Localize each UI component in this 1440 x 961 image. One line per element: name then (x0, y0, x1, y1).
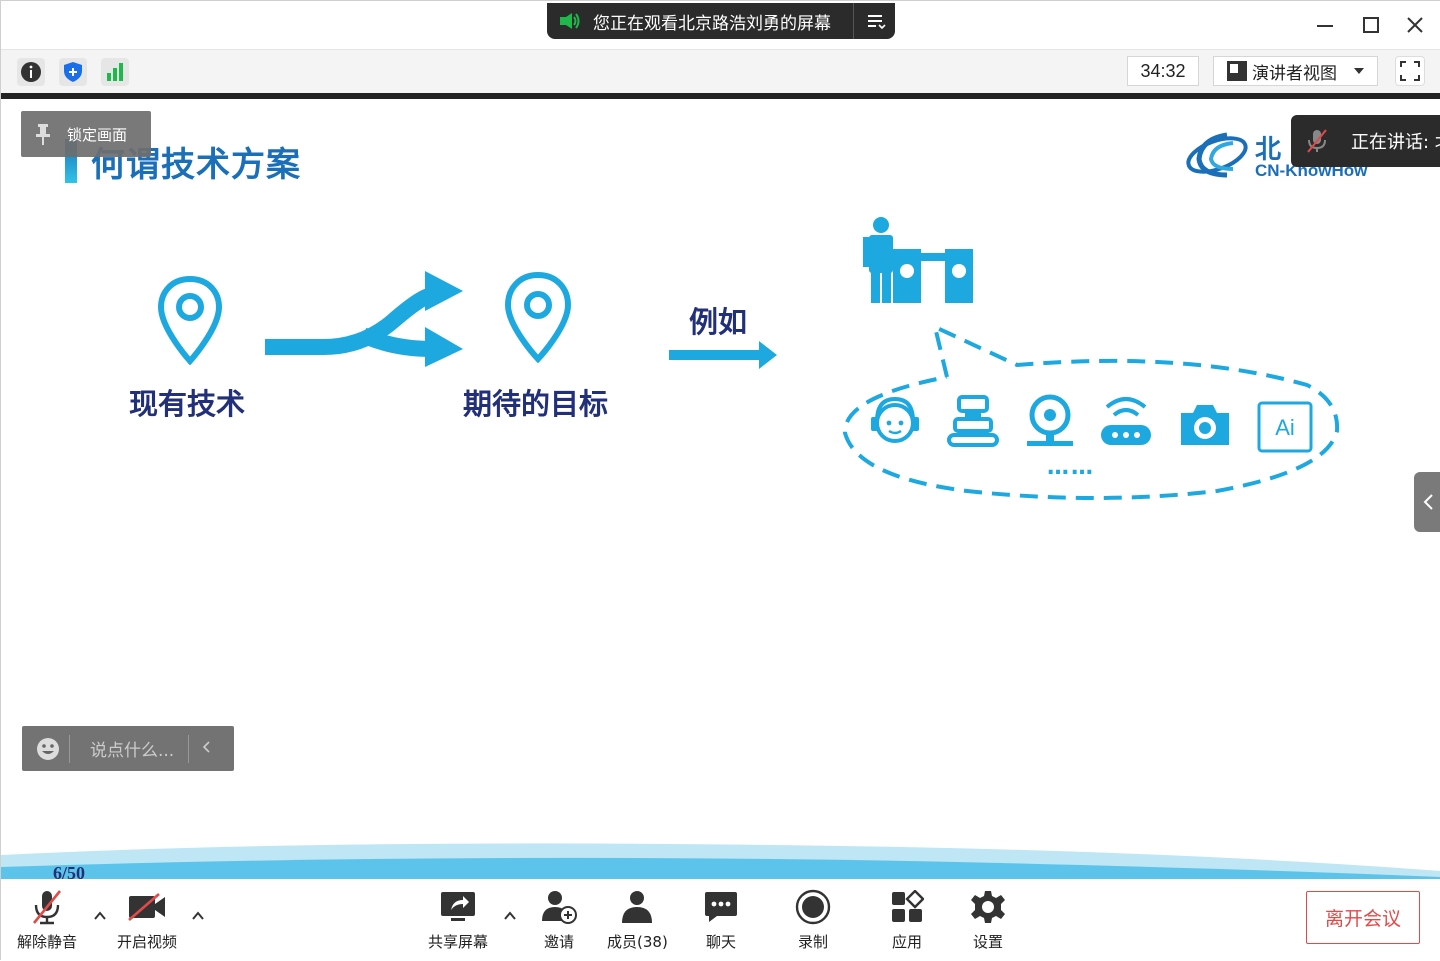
slide-footer-wave (1, 843, 1440, 879)
share-screen-button[interactable]: 共享屏幕 (428, 887, 488, 952)
quick-chat-input[interactable]: 说点什么... (22, 726, 234, 771)
robot-conveyor-icon (947, 395, 999, 447)
meeting-control-bar: 解除静音 开启视频 共享屏幕 邀请 成员(38) (1, 879, 1440, 961)
lock-screen-label: 锁定画面 (67, 125, 128, 144)
security-shield-icon[interactable] (59, 58, 87, 86)
chevron-up-icon[interactable] (503, 909, 517, 923)
svg-text:Ai: Ai (1275, 415, 1295, 440)
screen-share-notice: 您正在观看北京路浩刘勇的屏幕 (547, 3, 895, 39)
share-screen-icon (438, 887, 478, 927)
invite-button[interactable]: 邀请 (539, 887, 579, 952)
cn-knowhow-logo-icon (1186, 132, 1248, 178)
chevron-up-icon[interactable] (191, 909, 205, 923)
share-notice-text: 您正在观看北京路浩刘勇的屏幕 (593, 13, 831, 34)
chat-label: 聊天 (705, 933, 736, 951)
record-icon (793, 887, 833, 927)
expected-goal-label: 期待的目标 (463, 387, 609, 421)
side-panel-toggle[interactable] (1414, 472, 1440, 532)
divider (1, 93, 1440, 99)
view-mode-select[interactable]: 演讲者视图 (1213, 56, 1378, 86)
apps-label: 应用 (891, 933, 922, 951)
network-signal-icon[interactable] (101, 58, 129, 86)
members-button[interactable]: 成员(38) (607, 887, 668, 952)
muted-mic-icon (1305, 128, 1329, 154)
apps-grid-icon (887, 887, 927, 927)
gear-icon (968, 887, 1008, 927)
speaking-label: 正在讲话: 北 (1351, 132, 1440, 153)
leave-meeting-button[interactable]: 离开会议 (1306, 891, 1420, 944)
record-label: 录制 (797, 933, 828, 951)
divider (188, 734, 190, 763)
split-arrow-icon (265, 271, 463, 367)
speaker-icon (559, 11, 585, 31)
apps-button[interactable]: 应用 (887, 887, 927, 952)
members-icon (617, 887, 657, 927)
meeting-toolbar: 34:32 演讲者视图 (1, 49, 1440, 93)
more-dots: …… (1047, 455, 1095, 480)
dashed-speech-bubble (842, 323, 1340, 500)
lock-screen-button[interactable]: 锁定画面 (21, 111, 151, 157)
view-mode-label: 演讲者视图 (1252, 63, 1337, 84)
meeting-timer: 34:32 (1127, 56, 1199, 86)
location-pin-icon (504, 271, 572, 363)
invite-label: 邀请 (543, 933, 574, 951)
close-button[interactable] (1403, 13, 1427, 37)
camera-icon (1181, 405, 1229, 445)
chat-placeholder: 说点什么... (90, 741, 175, 761)
unmute-button[interactable]: 解除静音 (17, 887, 77, 952)
router-wifi-icon (1101, 397, 1151, 445)
view-layout-icon (1226, 60, 1248, 82)
location-pin-icon (157, 275, 223, 365)
fullscreen-button[interactable] (1395, 56, 1425, 86)
muted-mic-icon (27, 887, 67, 927)
unmute-label: 解除静音 (17, 933, 78, 951)
chevron-left-icon (1423, 494, 1433, 510)
record-button[interactable]: 录制 (793, 887, 833, 952)
title-bar: 您正在观看北京路浩刘勇的屏幕 (1, 1, 1440, 49)
fullscreen-icon (1400, 61, 1420, 81)
customer-service-icon (871, 396, 919, 443)
current-tech-label: 现有技术 (129, 387, 246, 421)
collapse-chevron-icon[interactable] (201, 739, 211, 759)
share-menu-icon[interactable] (863, 9, 887, 33)
chat-bubble-icon (701, 887, 741, 927)
info-icon[interactable] (17, 58, 45, 86)
settings-button[interactable]: 设置 (968, 887, 1008, 952)
maximize-button[interactable] (1359, 13, 1383, 37)
ai-icon: Ai (1257, 401, 1313, 453)
shared-screen: 何谓技术方案 锁定画面 北 京 CN-KnowHow 正在讲话: 北 (1, 99, 1440, 879)
share-screen-label: 共享屏幕 (428, 933, 489, 951)
example-label: 例如 (689, 305, 748, 339)
settings-label: 设置 (972, 933, 1003, 951)
right-arrow-icon (669, 341, 777, 369)
start-video-button[interactable]: 开启视频 (117, 887, 177, 952)
webcam-icon (1027, 394, 1073, 446)
minimize-button[interactable] (1313, 13, 1337, 37)
chat-button[interactable]: 聊天 (701, 887, 741, 952)
members-label: 成员(38) (607, 933, 668, 951)
divider (853, 3, 854, 39)
start-video-label: 开启视频 (117, 933, 178, 951)
pin-icon (33, 122, 53, 146)
speaking-indicator: 正在讲话: 北 (1291, 115, 1440, 167)
person-terminal-icon (863, 217, 973, 303)
slide-page-number: 6/50 (53, 863, 86, 879)
divider (69, 734, 70, 763)
video-off-icon (127, 887, 167, 927)
chevron-up-icon[interactable] (93, 909, 107, 923)
add-user-icon (539, 887, 579, 927)
chevron-down-icon (1353, 61, 1365, 81)
emoji-icon[interactable] (36, 737, 60, 761)
